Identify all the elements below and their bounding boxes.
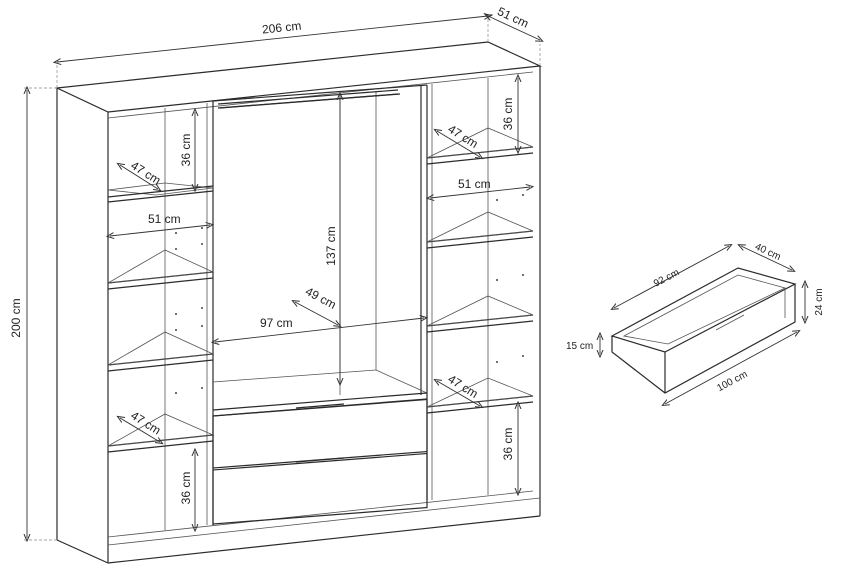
- hanging-height-label: 137 cm: [324, 226, 338, 265]
- drawer-front-height-label: 15 cm: [566, 341, 593, 352]
- height-label: 200 cm: [9, 298, 23, 337]
- wardrobe-body: [54, 41, 543, 564]
- width-label: 206 cm: [261, 19, 302, 37]
- drawer-height-label: 24 cm: [814, 288, 825, 315]
- dimension-lines: [22, 14, 540, 540]
- drawer-drawing: [600, 246, 805, 404]
- depth-label: 51 cm: [495, 4, 531, 31]
- drawer-inner-length-label: 92 cm: [652, 267, 681, 289]
- top-left-shelf-height-label: 36 cm: [179, 134, 193, 167]
- left-inner-width-label: 51 cm: [148, 212, 181, 226]
- drawer-outer-length-label: 100 cm: [715, 369, 749, 394]
- shelf-pin-holes: [175, 194, 524, 394]
- lower-right-shelf-height-label: 36 cm: [501, 428, 515, 461]
- drawer-depth-label: 40 cm: [753, 241, 782, 262]
- bottom-left-shelf-height-label: 36 cm: [179, 472, 193, 505]
- hanging-depth-label: 49 cm: [303, 284, 338, 312]
- right-inner-width-label: 51 cm: [458, 177, 491, 191]
- top-right-shelf-height-label: 36 cm: [501, 98, 515, 131]
- hanging-width-label: 97 cm: [260, 316, 293, 330]
- right-shelf-column: [426, 78, 534, 500]
- top-left-shelf-depth-label: 47 cm: [128, 158, 163, 187]
- left-shelf-column: [107, 101, 215, 530]
